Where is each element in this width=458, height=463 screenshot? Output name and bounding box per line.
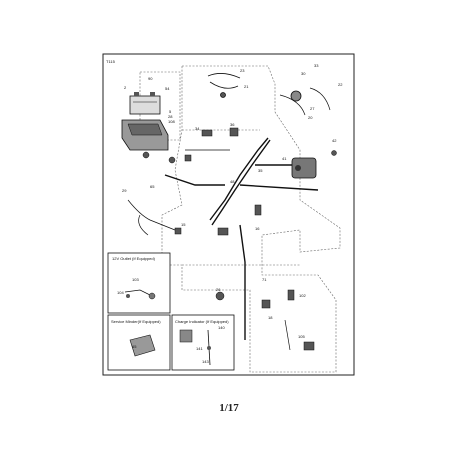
callout-105: 105 bbox=[298, 334, 305, 339]
callout-15: 15 bbox=[181, 222, 186, 227]
callout-36: 36 bbox=[230, 122, 235, 127]
callout-65: 65 bbox=[150, 184, 155, 189]
callout-141: 141 bbox=[196, 346, 203, 351]
callout-104: 104 bbox=[117, 290, 124, 295]
callout-22: 22 bbox=[338, 82, 343, 87]
callout-35: 35 bbox=[258, 168, 263, 173]
diagram-code: T115 bbox=[106, 59, 116, 64]
callout-5: 5 bbox=[169, 109, 172, 114]
callout-140: 140 bbox=[218, 325, 225, 330]
callout-54: 54 bbox=[165, 86, 170, 91]
callout-42: 42 bbox=[332, 138, 337, 143]
main-wiring-harness bbox=[164, 137, 319, 340]
callout-103: 103 bbox=[132, 277, 139, 282]
wire-leads bbox=[127, 87, 331, 351]
tractor-outline bbox=[139, 65, 341, 373]
callout-26: 26 bbox=[216, 287, 221, 292]
callout-18: 18 bbox=[268, 315, 273, 320]
inset-service-minder: Service Minder(If Equipped) bbox=[107, 314, 171, 371]
battery bbox=[129, 92, 161, 115]
callout-48: 48 bbox=[230, 179, 235, 184]
diagram-frame bbox=[102, 53, 355, 376]
inset-charge-indicator: Charge Indicator (If Equipped) bbox=[171, 314, 235, 371]
callout-71: 71 bbox=[262, 277, 267, 282]
callout-143: 143 bbox=[202, 359, 209, 364]
inset-minder-title: Service Minder(If Equipped) bbox=[111, 319, 161, 324]
inset-outlet-title: 12V Outlet (If Equipped) bbox=[112, 256, 156, 261]
callout-65: 65 bbox=[132, 344, 137, 349]
callout-2: 2 bbox=[124, 85, 127, 90]
callout-20: 20 bbox=[308, 115, 313, 120]
connectors bbox=[142, 127, 337, 351]
callout-30: 30 bbox=[301, 71, 306, 76]
battery-tray bbox=[121, 119, 169, 151]
callout-21: 21 bbox=[244, 84, 249, 89]
solenoid bbox=[291, 157, 317, 179]
callout-90: 90 bbox=[148, 76, 153, 81]
callout-34: 34 bbox=[195, 126, 200, 131]
callout-27: 27 bbox=[310, 106, 315, 111]
callout-23: 23 bbox=[240, 68, 245, 73]
callout-108: 108 bbox=[168, 119, 175, 124]
callout-33: 33 bbox=[314, 63, 319, 68]
harness-top bbox=[207, 73, 241, 98]
callout-102: 102 bbox=[299, 293, 306, 298]
callout-41: 41 bbox=[282, 156, 287, 161]
callout-29: 29 bbox=[122, 188, 127, 193]
callout-16: 16 bbox=[255, 226, 260, 231]
callout-28: 28 bbox=[168, 114, 173, 119]
inset-charge-title: Charge Indicator (If Equipped) bbox=[175, 319, 229, 324]
ignition-switch bbox=[290, 90, 302, 102]
page-number: 1/17 bbox=[219, 402, 239, 414]
inset-12v-outlet: 12V Outlet (If Equipped) bbox=[107, 252, 171, 314]
